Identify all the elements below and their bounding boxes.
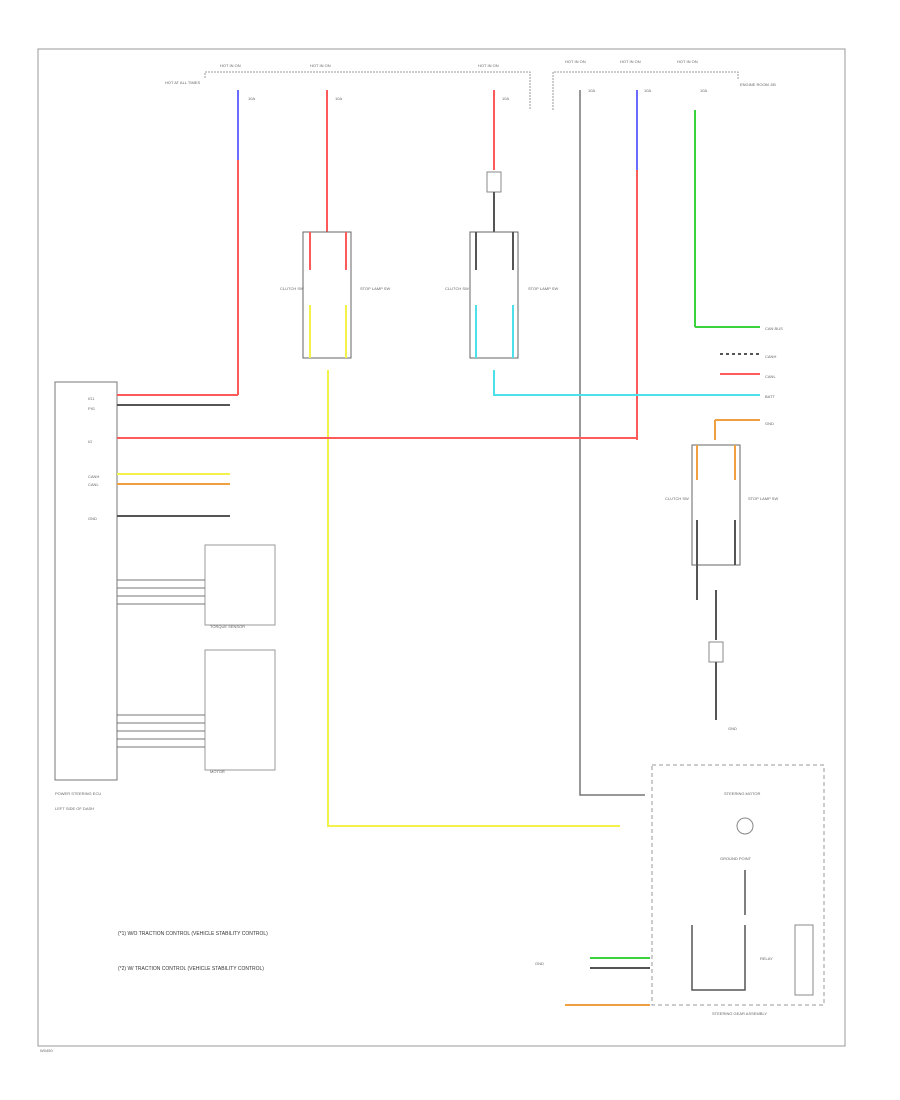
gear-sw-label: GROUND POINT xyxy=(720,856,752,861)
conn-label-5: GND xyxy=(765,421,774,426)
hot-label-6: HOT IN ON xyxy=(677,59,698,64)
wire-yellow-long xyxy=(327,370,620,827)
switch-mid-a: CLUTCH SW xyxy=(445,286,469,291)
conn-label-1: CAN BUS xyxy=(765,326,783,331)
hot-label-2: HOT IN ON xyxy=(310,63,331,68)
switch-left-b: STOP LAMP SW xyxy=(360,286,390,291)
switch-left-a: CLUTCH SW xyxy=(280,286,304,291)
switch-mid-b: STOP LAMP SW xyxy=(528,286,558,291)
motor-coil xyxy=(691,870,746,991)
right-block-label: ENGINE ROOM J/B xyxy=(740,82,776,87)
ecu-name: POWER STEERING ECU xyxy=(55,791,101,796)
conn-label-3: CANL xyxy=(765,374,776,379)
switch-right-b: STOP LAMP SW xyxy=(748,496,778,501)
note-2: (*2) W/ TRACTION CONTROL (VEHICLE STABIL… xyxy=(118,966,264,972)
fuse-d-label: 10A xyxy=(588,88,595,93)
sensor-torque-block xyxy=(204,544,276,626)
hot-label-4: HOT IN ON xyxy=(565,59,586,64)
motor-sub-label: STEERING GEAR ASSEMBLY xyxy=(712,1011,767,1016)
conn-label-2: CANH xyxy=(765,354,776,359)
hot-label-1: HOT IN ON xyxy=(220,63,241,68)
page-code: W0450 xyxy=(40,1048,53,1053)
ecu-pin-5: CANL xyxy=(88,482,99,487)
hot-label-5: HOT IN ON xyxy=(620,59,641,64)
top-bus-bracket xyxy=(204,71,531,110)
wire-cyan-long xyxy=(493,370,760,396)
fuse-box-label: HOT AT ALL TIMES xyxy=(165,80,200,85)
fuse-mid xyxy=(486,171,502,193)
lower-ground-label: GND xyxy=(728,726,737,731)
sensor-motor-block xyxy=(204,649,276,771)
wire-blk-to-motor xyxy=(579,790,645,796)
switch-block-mid xyxy=(469,231,519,359)
conn-label-4: BATT xyxy=(765,394,775,399)
ecu-pin-3: IG xyxy=(88,439,92,444)
top-bus-bracket-right xyxy=(552,71,739,110)
fuse-c-label: 10A xyxy=(502,96,509,101)
motor-block-label: STEERING MOTOR xyxy=(724,791,760,796)
fuse-a-label: 10A xyxy=(248,96,255,101)
fuse-e-label: 10A xyxy=(644,88,651,93)
wire-red-ecu-long xyxy=(117,437,638,440)
relay-label: RELAY xyxy=(760,956,773,961)
fuse-f-label: 10A xyxy=(700,88,707,93)
switch-block-right xyxy=(691,444,741,566)
hot-label-3: HOT IN ON xyxy=(478,63,499,68)
sensor-torque-label: TORQUE SENSOR xyxy=(210,624,245,629)
fuse-b-label: 10A xyxy=(335,96,342,101)
ecu-sub: LEFT SIDE OF DASH xyxy=(55,806,94,811)
ecu-block xyxy=(54,381,118,781)
switch-right-a: CLUTCH SW xyxy=(665,496,689,501)
ecu-pin-6: GND xyxy=(88,516,97,521)
ecu-pin-1: IG1 xyxy=(88,396,95,401)
fuse-lower xyxy=(708,641,724,663)
sensor-motor-label: MOTOR xyxy=(210,769,225,774)
ecu-pin-2: PIG xyxy=(88,406,95,411)
diagram-frame xyxy=(37,48,846,1047)
switch-block-left xyxy=(302,231,352,359)
relay-box xyxy=(794,924,814,996)
motor-symbol xyxy=(736,817,754,835)
note-1: (*1) W/O TRACTION CONTROL (VEHICLE STABI… xyxy=(118,931,268,937)
ecu-pin-4: CANH xyxy=(88,474,99,479)
motor-assembly-block xyxy=(651,764,825,1006)
bottom-left-ground: GND xyxy=(535,961,544,966)
